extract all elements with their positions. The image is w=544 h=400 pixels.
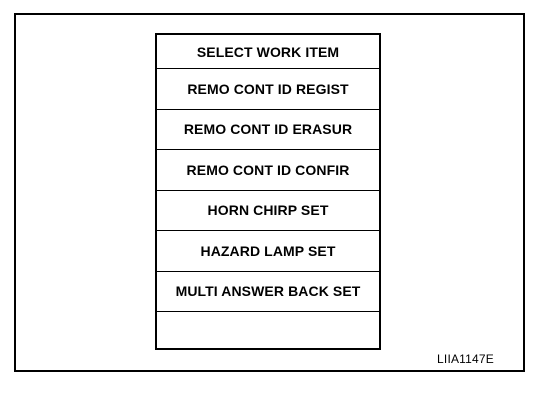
menu-item-horn-chirp-set[interactable]: HORN CHIRP SET bbox=[157, 191, 379, 231]
select-work-item-menu: SELECT WORK ITEM REMO CONT ID REGIST REM… bbox=[155, 33, 381, 350]
menu-header: SELECT WORK ITEM bbox=[157, 35, 379, 69]
menu-item-multi-answer-back-set[interactable]: MULTI ANSWER BACK SET bbox=[157, 272, 379, 312]
menu-empty-row bbox=[157, 312, 379, 348]
menu-item-remo-cont-id-erasur[interactable]: REMO CONT ID ERASUR bbox=[157, 110, 379, 150]
menu-item-remo-cont-id-regist[interactable]: REMO CONT ID REGIST bbox=[157, 69, 379, 110]
menu-item-remo-cont-id-confir[interactable]: REMO CONT ID CONFIR bbox=[157, 150, 379, 191]
figure-code-label: LIIA1147E bbox=[437, 352, 494, 366]
menu-item-hazard-lamp-set[interactable]: HAZARD LAMP SET bbox=[157, 231, 379, 272]
